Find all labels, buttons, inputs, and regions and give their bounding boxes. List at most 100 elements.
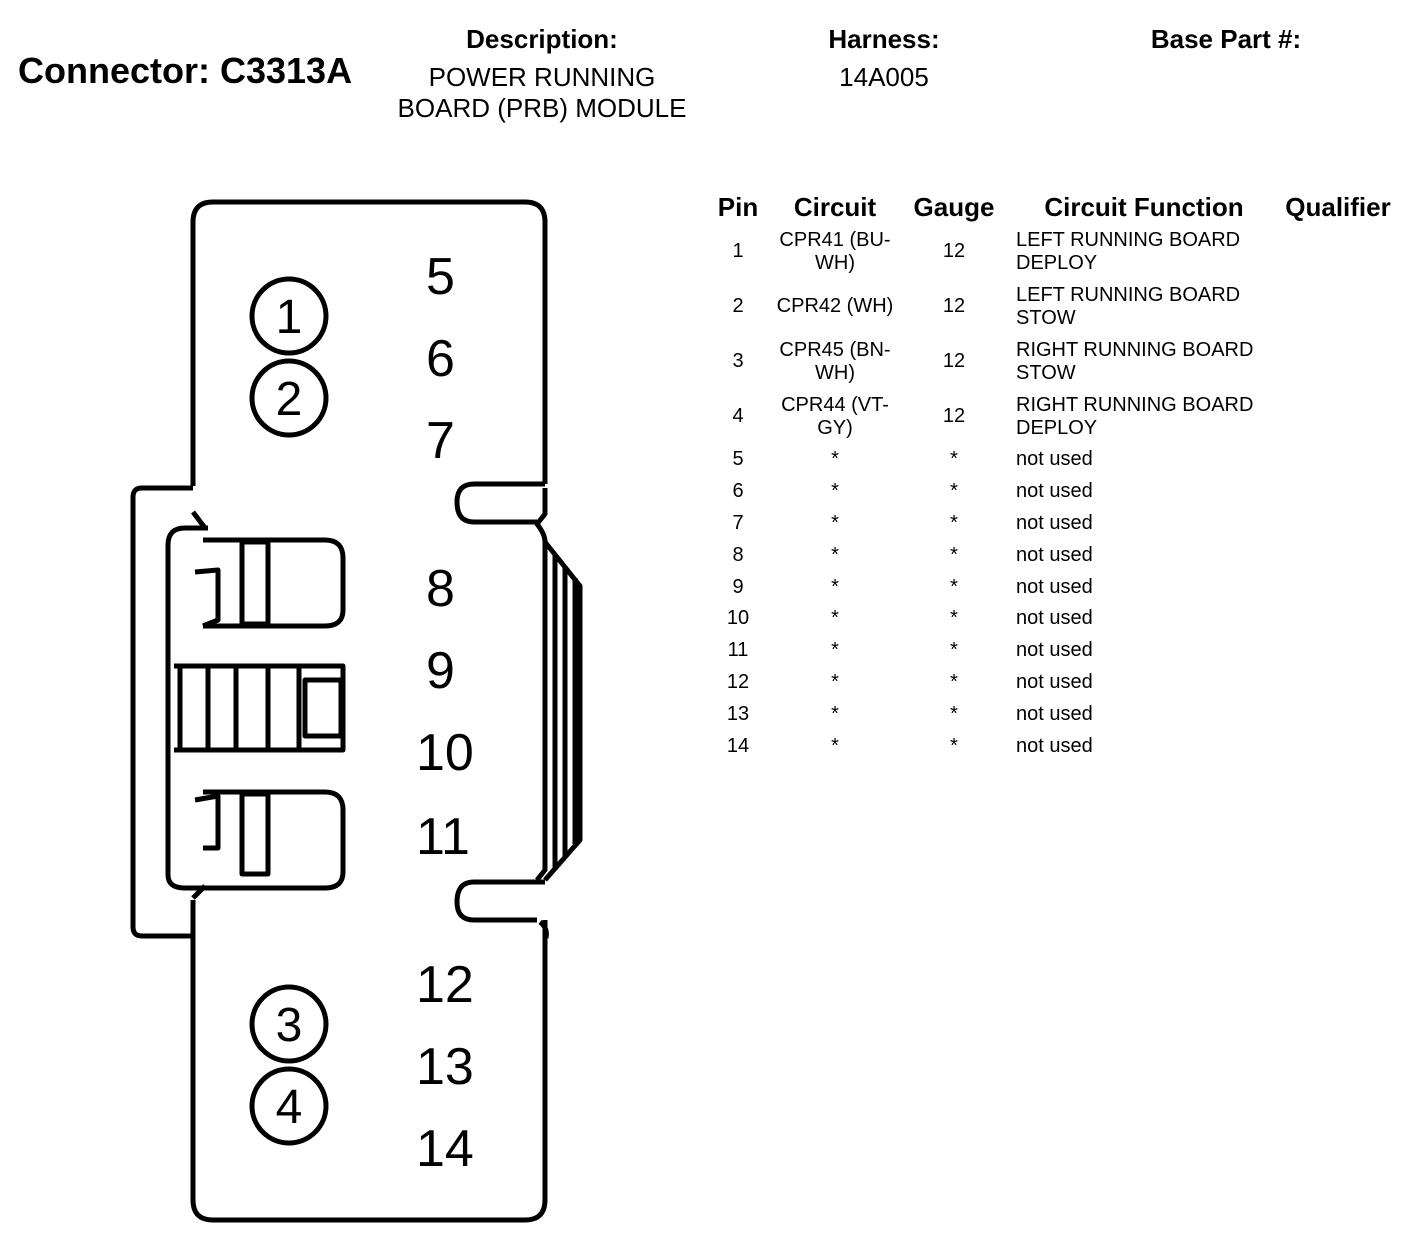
function-line: not used	[1016, 734, 1093, 757]
cell-circuit-function: not used	[1010, 603, 1278, 635]
cell-circuit: CPR41 (BU-WH)	[772, 224, 898, 279]
connector-outline	[130, 199, 583, 1223]
table-header-row: Pin Circuit Gauge Circuit Function Quali…	[704, 190, 1398, 224]
circuit-line: *	[831, 448, 839, 471]
col-header-circuit-function: Circuit Function	[1044, 191, 1244, 222]
cavity-number-9: 9	[426, 642, 455, 700]
circuit-line: CPR44 (VT-	[781, 393, 889, 416]
col-header-gauge: Gauge	[913, 191, 995, 222]
cell-circuit: *	[772, 698, 898, 730]
function-line: not used	[1016, 448, 1093, 471]
cavity-number-12: 12	[416, 956, 474, 1014]
cell-qualifier	[1278, 508, 1398, 540]
pin-label-2: 2	[276, 373, 303, 426]
cell-circuit: *	[772, 603, 898, 635]
table-row: 6 * * not used	[704, 476, 1398, 508]
cavity-number-8: 8	[426, 560, 455, 618]
cell-qualifier	[1278, 279, 1398, 334]
cell-circuit: CPR42 (WH)	[772, 279, 898, 334]
cell-pin: 8	[732, 543, 744, 566]
pin-label-1: 1	[276, 291, 303, 344]
cell-gauge: *	[950, 639, 958, 662]
table-row: 12 * * not used	[704, 667, 1398, 699]
circuit-line: CPR41 (BU-	[779, 228, 891, 251]
description-line-2: BOARD (PRB) MODULE	[397, 93, 687, 123]
cell-qualifier	[1278, 476, 1398, 508]
cell-circuit: *	[772, 444, 898, 476]
table-row: 13**not used	[704, 698, 1398, 730]
cell-gauge: 12	[942, 295, 966, 317]
cell-pin: 3	[732, 350, 744, 372]
circuit-line: *	[831, 607, 839, 630]
table-row: 14 * * not used	[704, 730, 1398, 762]
function-line: not used	[1016, 511, 1093, 534]
function-line: not used	[1016, 702, 1093, 725]
cavity-number-14: 14	[416, 1120, 474, 1178]
cell-gauge: *	[950, 480, 958, 503]
pin-circle-4	[249, 1066, 329, 1146]
table-row: 9**not used	[704, 571, 1398, 603]
cell-gauge: *	[950, 670, 958, 693]
circuit-line: CPR45 (BN-	[779, 338, 891, 361]
cell-qualifier	[1278, 539, 1398, 571]
base-part-label: Base Part #:	[1150, 24, 1302, 54]
cell-circuit: *	[772, 571, 898, 603]
cell-circuit-function: not used	[1010, 539, 1278, 571]
function-line: not used	[1016, 543, 1093, 566]
cavity-number-7: 7	[426, 412, 455, 470]
cell-circuit: *	[772, 667, 898, 699]
table-row: 11**not used	[704, 635, 1398, 667]
cell-circuit-function: not used	[1010, 444, 1278, 476]
cell-qualifier	[1278, 389, 1398, 444]
cell-qualifier	[1278, 698, 1398, 730]
cell-circuit: *	[772, 508, 898, 540]
cavity-number-6: 6	[426, 330, 455, 388]
cell-pin: 10	[726, 607, 750, 630]
cell-circuit: *	[772, 539, 898, 571]
col-header-circuit: Circuit	[793, 191, 877, 222]
function-line: STOW	[1016, 361, 1076, 384]
cell-qualifier	[1278, 224, 1398, 279]
cell-circuit-function: not used	[1010, 476, 1278, 508]
function-line: not used	[1016, 670, 1093, 693]
circuit-line: *	[831, 734, 839, 757]
cavity-number-11: 11	[416, 808, 470, 866]
pin-circle-2	[249, 358, 329, 438]
cell-circuit-function: not used	[1010, 667, 1278, 699]
cell-pin: 12	[726, 670, 750, 693]
function-line: RIGHT RUNNING BOARD	[1016, 393, 1254, 416]
harness-label: Harness:	[828, 24, 940, 54]
cell-pin: 14	[726, 734, 750, 757]
circuit-line: *	[831, 543, 839, 566]
function-line: not used	[1016, 639, 1093, 662]
cell-circuit-function: not used	[1010, 508, 1278, 540]
cell-gauge: 12	[942, 405, 966, 427]
pinout-table: Pin Circuit Gauge Circuit Function Quali…	[704, 190, 1398, 762]
table-row: 5 * * not used	[704, 444, 1398, 476]
function-line: DEPLOY	[1016, 416, 1098, 439]
cell-qualifier	[1278, 444, 1398, 476]
cell-qualifier	[1278, 667, 1398, 699]
cell-pin: 9	[732, 575, 744, 598]
cell-gauge: *	[950, 734, 958, 757]
circuit-line: *	[831, 511, 839, 534]
col-header-qualifier: Qualifier	[1285, 191, 1391, 222]
function-line: not used	[1016, 607, 1093, 630]
cell-pin: 6	[732, 480, 744, 503]
cell-pin: 5	[732, 448, 744, 471]
pin-circle-1	[249, 276, 329, 356]
cavity-number-10: 10	[416, 724, 474, 782]
table-row: 8**not used	[704, 539, 1398, 571]
cell-circuit: *	[772, 476, 898, 508]
circuit-line: WH)	[815, 361, 855, 384]
cell-pin: 2	[732, 295, 744, 317]
pin-label-3: 3	[276, 999, 303, 1052]
cell-gauge: *	[950, 448, 958, 471]
cell-circuit-function: not used	[1010, 635, 1278, 667]
